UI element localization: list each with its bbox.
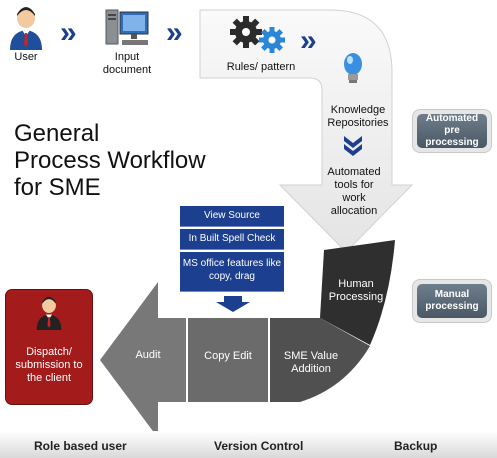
light-bulb-icon	[344, 53, 362, 83]
footer-backup: Backup	[394, 439, 438, 453]
sme-block	[270, 318, 370, 402]
chevron-right-icon: »	[300, 24, 317, 57]
audit-arrow	[100, 282, 186, 438]
sme-value-addition-label: SME Value Addition	[283, 350, 339, 375]
input-document-label: Input document	[102, 51, 152, 76]
footer-role-based-user: Role based user	[34, 439, 127, 453]
human-processing-label: Human Processing	[328, 278, 384, 303]
client-icon	[36, 296, 62, 330]
dispatch-box: Dispatch/ submission to the client	[6, 290, 92, 404]
copy-edit-block	[188, 318, 268, 402]
manual-processing-badge: Manual processing	[413, 280, 491, 322]
automated-tools-label: Automated tools for work allocation	[327, 166, 381, 217]
gears-icon	[230, 16, 285, 53]
feature-spell-check: In Built Spell Check	[180, 229, 284, 250]
dispatch-label: Dispatch/ submission to the client	[15, 346, 83, 384]
feature-view-source: View Source	[180, 206, 284, 227]
human-processing-block	[320, 240, 395, 345]
footer-version-control: Version Control	[214, 439, 304, 453]
chevron-right-icon: »	[166, 16, 183, 49]
audit-label: Audit	[135, 349, 161, 361]
rules-pattern-label: Rules/ pattern	[226, 61, 296, 73]
user-label: User	[14, 51, 38, 63]
copy-edit-label: Copy Edit	[204, 350, 252, 362]
feature-arrow	[216, 296, 250, 312]
feature-ms-office: MS office features like copy, drag	[180, 252, 284, 292]
chevron-down-icon	[344, 136, 362, 156]
page-title: General Process Workflow for SME	[14, 120, 206, 201]
knowledge-repositories-label: Knowledge Repositories	[327, 104, 389, 129]
footer-bar: Role based user Version Control Backup	[0, 431, 497, 458]
automated-preprocessing-badge: Automated pre processing	[413, 110, 491, 152]
computer-icon	[105, 9, 149, 45]
chevron-right-icon: »	[60, 16, 77, 49]
user-icon	[10, 7, 42, 50]
